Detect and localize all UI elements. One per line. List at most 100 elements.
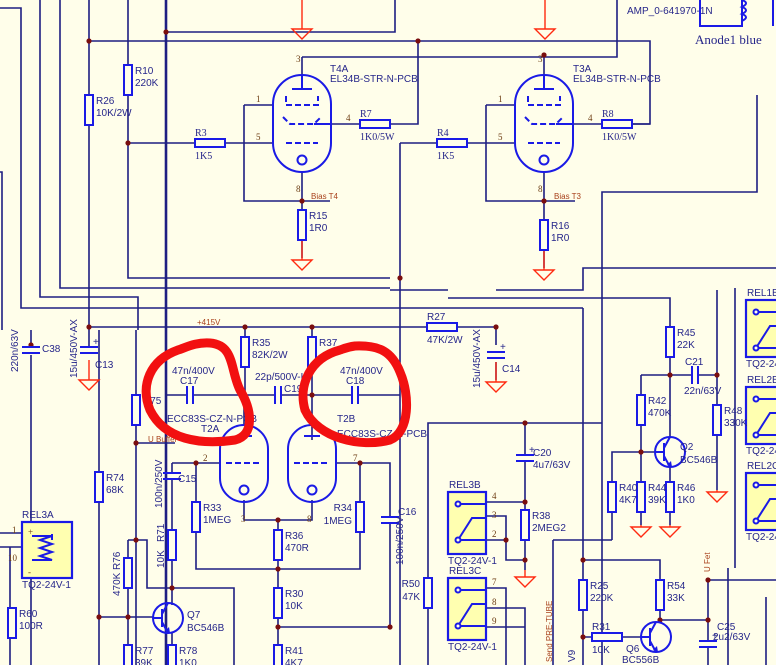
- r4-value: 1K5: [437, 151, 454, 162]
- ground-icon: [290, 240, 314, 271]
- contact-point: [752, 517, 760, 525]
- cathode-icon: [238, 484, 250, 496]
- r77-value: 39K: [135, 658, 153, 665]
- r74-ref: R74: [106, 473, 125, 484]
- grid-icon: [282, 96, 322, 144]
- cathode-icon: [538, 154, 550, 166]
- c19-value: 22p/500V-K: [255, 372, 308, 383]
- junction-dot: [387, 624, 393, 630]
- resistor-r30: [273, 587, 283, 619]
- r27-ref: R27: [427, 312, 446, 323]
- r26-ref: R26: [96, 96, 115, 107]
- wire: [88, 0, 651, 348]
- junction-dot: [714, 372, 720, 378]
- resistor-r78: [167, 644, 177, 665]
- r34-value: 1MEG: [324, 516, 353, 527]
- resistor-r75: [131, 394, 141, 426]
- resistor-r31: [591, 632, 623, 642]
- r75-ref: R75: [143, 396, 162, 407]
- highlight-circle-c18: [298, 341, 412, 448]
- r41-ref: R41: [285, 646, 304, 657]
- c14-ref: C14: [502, 364, 521, 375]
- grid-icon: [524, 96, 564, 144]
- polarity-plus-icon: +: [500, 342, 506, 353]
- junction-dot: [275, 517, 281, 523]
- pin-number: 4: [346, 113, 351, 123]
- net-u-fet: U Fet: [703, 552, 712, 572]
- r7-ref: R7: [360, 109, 372, 120]
- resistor-r33: [191, 501, 201, 533]
- coil-box: [699, 0, 743, 27]
- rel2b-type: TQ2-24: [746, 446, 776, 457]
- r25-value: 220K: [590, 593, 614, 604]
- r46-value: 1K0: [677, 495, 695, 506]
- pin-number: 5: [256, 132, 261, 142]
- highlight-circle-c17: [141, 338, 254, 447]
- c15-ref: C15: [178, 474, 197, 485]
- ground-icon: [629, 525, 653, 538]
- c15-value: 100n/250V: [154, 459, 165, 508]
- c25-ref: C25: [717, 622, 736, 633]
- junction-dot: [125, 140, 131, 146]
- c25-value: 2u2/63V: [713, 632, 751, 643]
- relay-rel2c: [744, 471, 776, 532]
- r71-ref: R71: [156, 523, 167, 542]
- junction-dot: [299, 198, 305, 204]
- contact-point: [752, 344, 760, 352]
- pin-number: 1: [498, 94, 503, 104]
- resistor-r35: [240, 336, 250, 368]
- junction-dot: [133, 537, 139, 543]
- c13-value: 15u/450V-AX: [69, 319, 80, 378]
- r36-value: 470R: [285, 543, 309, 554]
- c18-value: 47n/400V: [340, 366, 383, 377]
- contact-point: [454, 500, 462, 508]
- r50-value: 47K: [402, 592, 420, 603]
- resistor-r46: [665, 481, 675, 513]
- r27-value: 47K/2W: [427, 335, 463, 346]
- transistor-leads: [153, 602, 169, 634]
- r30-ref: R30: [285, 589, 304, 600]
- resistor-r44: [636, 481, 646, 513]
- resistor-r7: [359, 119, 391, 129]
- r8-ref: R8: [602, 109, 614, 120]
- relay-body: [446, 490, 488, 556]
- c21-value: 22n/63V: [684, 386, 722, 397]
- net-send-pre-tube: Send PRE-TUBE: [545, 601, 554, 662]
- q7-ref: Q7: [187, 610, 201, 621]
- rel3c-type: TQ2-24V-1: [448, 642, 497, 653]
- pin-number: 8: [307, 514, 312, 524]
- r31-value: 10K: [592, 645, 610, 656]
- resistor-r45: [665, 326, 675, 358]
- contact-icon: [457, 503, 486, 541]
- r45-value: 22K: [677, 340, 695, 351]
- ground-icon: [533, 0, 557, 40]
- r60-value: 100R: [19, 621, 43, 632]
- ground-icon: [532, 250, 556, 281]
- c17-ref: C17: [180, 376, 199, 387]
- relay-body: [446, 576, 488, 642]
- r48-value: 330K: [724, 418, 748, 429]
- junction-dot: [96, 614, 102, 620]
- capacitor-c21: [691, 366, 699, 384]
- relay-rel3b: [446, 490, 488, 556]
- q7-value: BC546B: [187, 623, 225, 634]
- r41-value: 4K7: [285, 658, 303, 665]
- resistor-r38: [520, 509, 530, 541]
- rel3c-ref: REL3C: [449, 566, 481, 577]
- resistor-r8: [601, 119, 633, 129]
- junction-dot: [541, 198, 547, 204]
- pin-number: 9: [492, 616, 497, 626]
- junction-dot: [638, 449, 644, 455]
- r77-ref: R77: [135, 646, 154, 657]
- r31-ref: R31: [592, 622, 611, 633]
- capacitor-c20: [516, 454, 534, 462]
- resistor-r76: [123, 557, 133, 589]
- rel3b-ref: REL3B: [449, 480, 481, 491]
- wire: [166, 394, 400, 425]
- capacitor-c15: [163, 472, 181, 480]
- r26-value: 10K/2W: [96, 108, 132, 119]
- resistor-r60: [7, 607, 17, 639]
- t2b-ref: T2B: [337, 414, 356, 425]
- r36-ref: R36: [285, 531, 304, 542]
- c13-ref: C13: [95, 360, 114, 371]
